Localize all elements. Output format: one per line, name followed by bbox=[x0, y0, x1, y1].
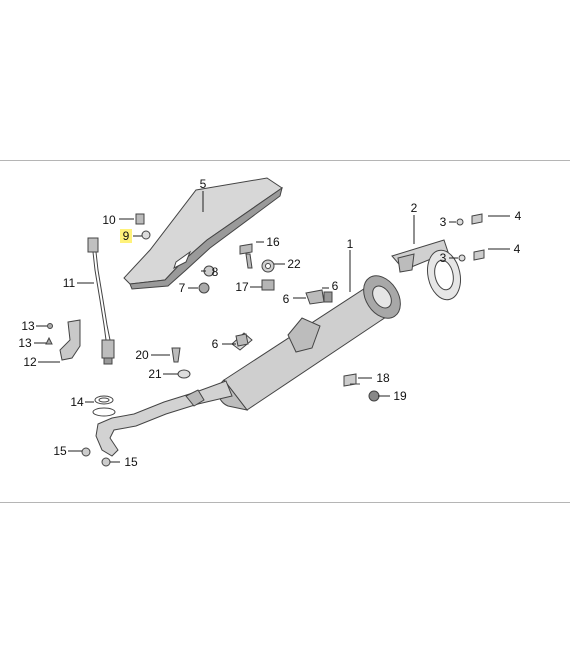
part-bolt-20[interactable] bbox=[171, 347, 181, 363]
part-heat-shield[interactable] bbox=[123, 177, 283, 290]
part-clip-13a[interactable] bbox=[47, 323, 53, 329]
callout-13-lower: 13 bbox=[18, 336, 32, 350]
part-gasket-14[interactable] bbox=[94, 395, 114, 405]
callout-20: 20 bbox=[135, 348, 149, 362]
callout-6-middle: 6 bbox=[283, 292, 290, 306]
part-oxygen-sensor[interactable] bbox=[87, 237, 115, 365]
callout-15-left: 15 bbox=[53, 444, 67, 458]
callout-10: 10 bbox=[102, 213, 116, 227]
part-sensor-bracket[interactable] bbox=[59, 319, 81, 361]
callout-17: 17 bbox=[235, 280, 249, 294]
callout-9: 9 bbox=[123, 229, 130, 243]
part-washer-9[interactable] bbox=[141, 230, 151, 240]
part-clip-13b[interactable] bbox=[45, 336, 53, 345]
callout-16: 16 bbox=[266, 235, 280, 249]
callout-3-lower: 3 bbox=[440, 251, 447, 265]
part-end-cap[interactable] bbox=[391, 239, 465, 303]
callout-7: 7 bbox=[179, 281, 186, 295]
callout-19: 19 bbox=[393, 389, 407, 403]
part-collar-7[interactable] bbox=[198, 282, 210, 294]
callout-8: 8 bbox=[212, 265, 219, 279]
part-nut-15b[interactable] bbox=[101, 457, 111, 467]
part-bolt-10[interactable] bbox=[135, 213, 145, 225]
part-washer-3b[interactable] bbox=[458, 254, 466, 262]
part-nut-19[interactable] bbox=[368, 390, 380, 402]
part-bolt-16[interactable] bbox=[239, 243, 253, 269]
part-bolt-4b[interactable] bbox=[473, 249, 485, 261]
part-clip-6-upper[interactable] bbox=[305, 289, 333, 305]
callout-1: 1 bbox=[347, 237, 354, 251]
callout-15-right: 15 bbox=[124, 455, 138, 469]
callout-14: 14 bbox=[70, 395, 84, 409]
callout-13-upper: 13 bbox=[21, 319, 35, 333]
callout-22: 22 bbox=[287, 257, 301, 271]
callout-3-upper: 3 bbox=[440, 215, 447, 229]
callout-5: 5 bbox=[200, 177, 207, 191]
callout-9-highlight bbox=[120, 229, 132, 243]
part-clip-6-lower[interactable] bbox=[235, 333, 249, 347]
part-muffler[interactable] bbox=[217, 269, 408, 411]
callout-2: 2 bbox=[411, 201, 418, 215]
part-washer-3a[interactable] bbox=[456, 218, 464, 226]
callout-4-upper: 4 bbox=[515, 209, 522, 223]
part-exhaust-pipe[interactable] bbox=[92, 380, 233, 457]
leader-lines bbox=[34, 191, 510, 463]
part-collar-17[interactable] bbox=[261, 279, 275, 291]
callout-6-upper: 6 bbox=[332, 279, 339, 293]
callout-4-lower: 4 bbox=[514, 242, 521, 256]
callout-12: 12 bbox=[23, 355, 37, 369]
part-washer-21[interactable] bbox=[177, 369, 191, 379]
part-bolt-4a[interactable] bbox=[471, 213, 483, 225]
callout-11: 11 bbox=[63, 276, 76, 290]
part-bolt-18[interactable] bbox=[343, 373, 360, 387]
callout-6-lower: 6 bbox=[212, 337, 219, 351]
callout-18: 18 bbox=[376, 371, 390, 385]
part-bushing-22[interactable] bbox=[261, 259, 275, 273]
part-nut-15a[interactable] bbox=[81, 447, 91, 457]
diagram-frame bbox=[0, 160, 570, 503]
callout-21: 21 bbox=[148, 367, 162, 381]
